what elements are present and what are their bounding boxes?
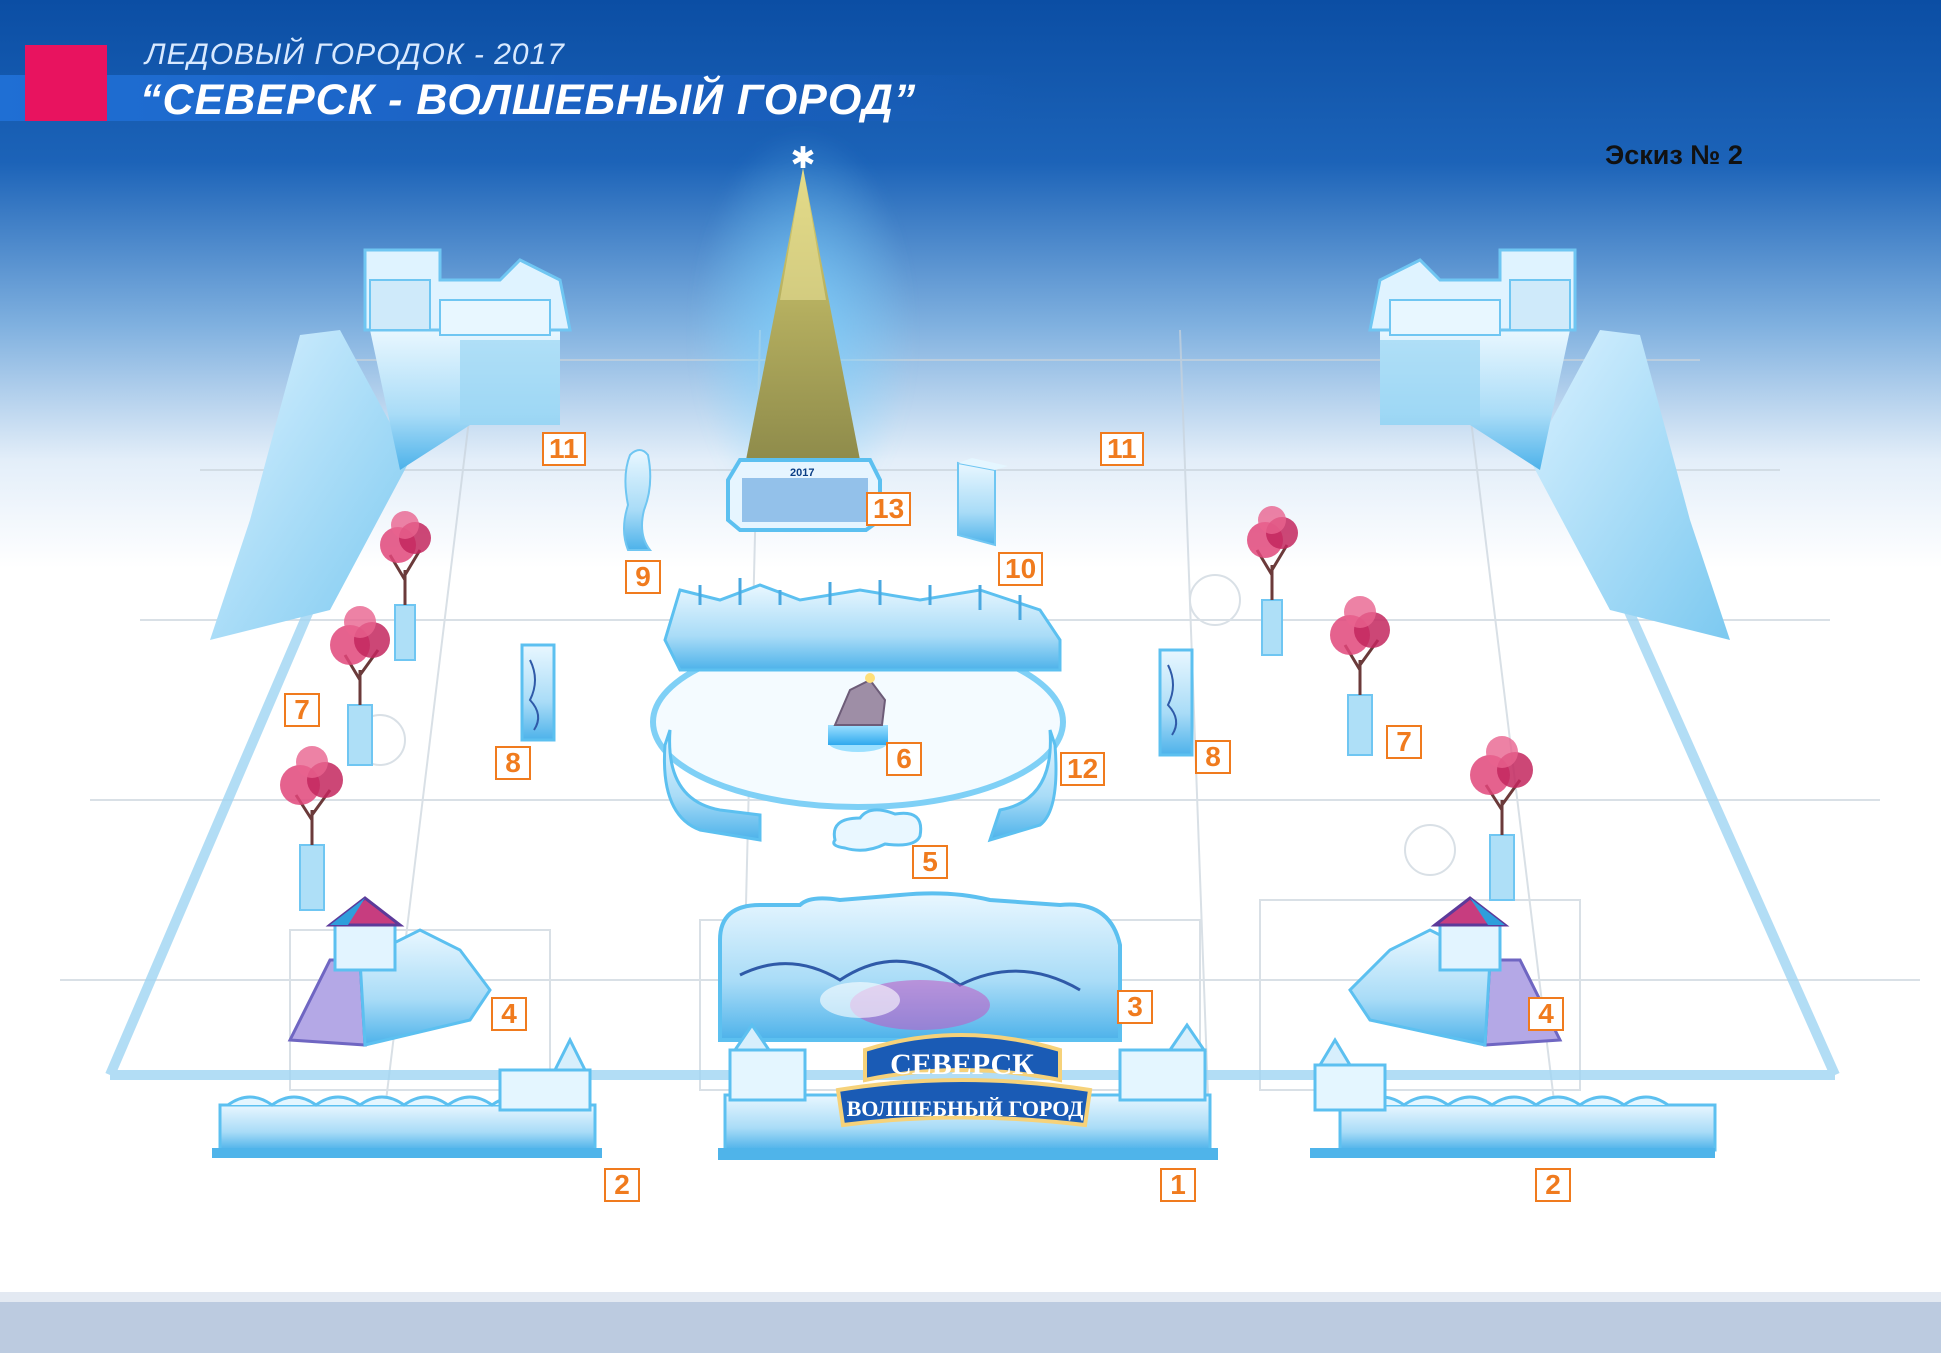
platform-edge-shade: [0, 1292, 1941, 1302]
ice-panel-right: [1158, 648, 1194, 757]
marker-9: 9: [625, 560, 661, 594]
marker-12: 12: [1060, 752, 1106, 786]
gate-sign-line2: ВОЛШЕБНЫЙ ГОРОД: [847, 1096, 1084, 1121]
marker-4-right: 4: [1528, 997, 1564, 1031]
marker-7-left: 7: [284, 693, 320, 727]
marker-3: 3: [1117, 990, 1153, 1024]
ice-panel-left: [520, 643, 556, 742]
ice-wall-left: [212, 1036, 602, 1158]
red-tree-4: [1247, 506, 1298, 656]
tree-star-icon: ✱: [790, 142, 815, 175]
marker-1: 1: [1160, 1168, 1196, 1202]
red-tree-6: [1470, 736, 1533, 901]
red-tree-2: [330, 606, 390, 766]
tree-base-year: 2017: [790, 467, 814, 479]
ice-slide-right: [1368, 248, 1730, 640]
gate-sign-line1: СЕВЕРСК: [890, 1048, 1034, 1081]
platform-edge: [0, 1300, 1941, 1353]
header-subtitle: ЛЕДОВЫЙ ГОРОДОК - 2017: [145, 38, 565, 71]
ice-pool: [832, 808, 923, 852]
ice-slide-left: [210, 248, 572, 640]
ice-sculpture-6: [828, 673, 888, 752]
ice-labyrinth: [718, 891, 1122, 1042]
ice-sculpture-10: [957, 458, 1008, 547]
marker-11-left: 11: [542, 432, 586, 466]
red-tree-5: [1330, 596, 1390, 756]
marker-8-left: 8: [495, 746, 531, 780]
marker-2-left: 2: [604, 1168, 640, 1202]
header-strip: [0, 75, 1030, 121]
sketch-number: Эскиз № 2: [1605, 140, 1743, 170]
marker-8-right: 8: [1195, 740, 1231, 774]
ice-wall-right: [1310, 1037, 1717, 1158]
ice-sculpture-9: [623, 449, 653, 551]
marker-10: 10: [998, 552, 1044, 586]
christmas-tree: ✱ 2017: [693, 130, 913, 532]
ice-trees: [280, 506, 1533, 911]
marker-7-right: 7: [1386, 725, 1422, 759]
brand-square: [25, 45, 107, 121]
marker-4-left: 4: [491, 997, 527, 1031]
red-tree-3: [280, 746, 343, 911]
marker-6: 6: [886, 742, 922, 776]
marker-13: 13: [866, 492, 912, 526]
gazebo-slide-left: [287, 896, 492, 1047]
marker-5: 5: [912, 845, 948, 879]
marker-2-right: 2: [1535, 1168, 1571, 1202]
main-gate: [718, 1022, 1218, 1160]
header-title: “СЕВЕРСК - ВОЛШЕБНЫЙ ГОРОД”: [140, 76, 917, 124]
marker-11-right: 11: [1100, 432, 1144, 466]
red-tree-1: [380, 511, 431, 661]
